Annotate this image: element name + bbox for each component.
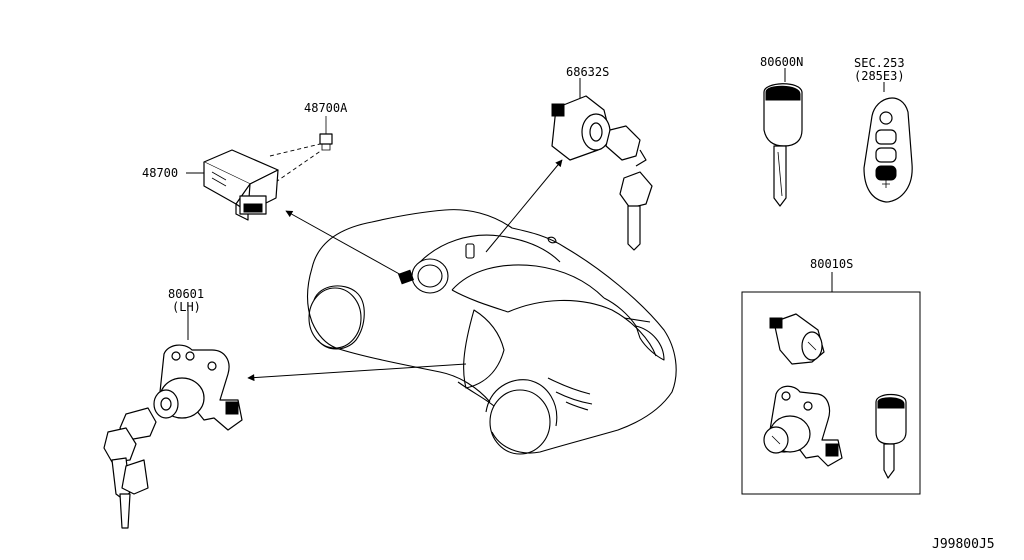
label-80010s: 80010S: [810, 257, 853, 271]
kit-box-80010s: [741, 291, 921, 495]
label-68632s: 68632S: [566, 65, 609, 79]
kit-80010s-parts: [763, 313, 907, 479]
diagram-code: J99800J5: [932, 537, 995, 552]
car-illustration: [306, 209, 677, 455]
label-sec253: SEC.253: [854, 56, 905, 70]
label-48700: 48700: [142, 166, 178, 180]
label-80601: 80601: [168, 287, 204, 301]
label-80600n: 80600N: [760, 55, 803, 69]
callout-arrows: [247, 159, 563, 382]
module-48700: [203, 143, 323, 221]
lock-68632s: [551, 95, 653, 251]
key-fob-sec253: [863, 97, 913, 203]
label-sec253-ref: (285E3): [854, 69, 905, 83]
label-80601-side: (LH): [172, 300, 201, 314]
bolt-48700a: [319, 116, 333, 151]
label-48700a: 48700A: [304, 101, 348, 115]
key-80600n: [763, 83, 803, 207]
lock-80601-lh: [103, 344, 243, 529]
